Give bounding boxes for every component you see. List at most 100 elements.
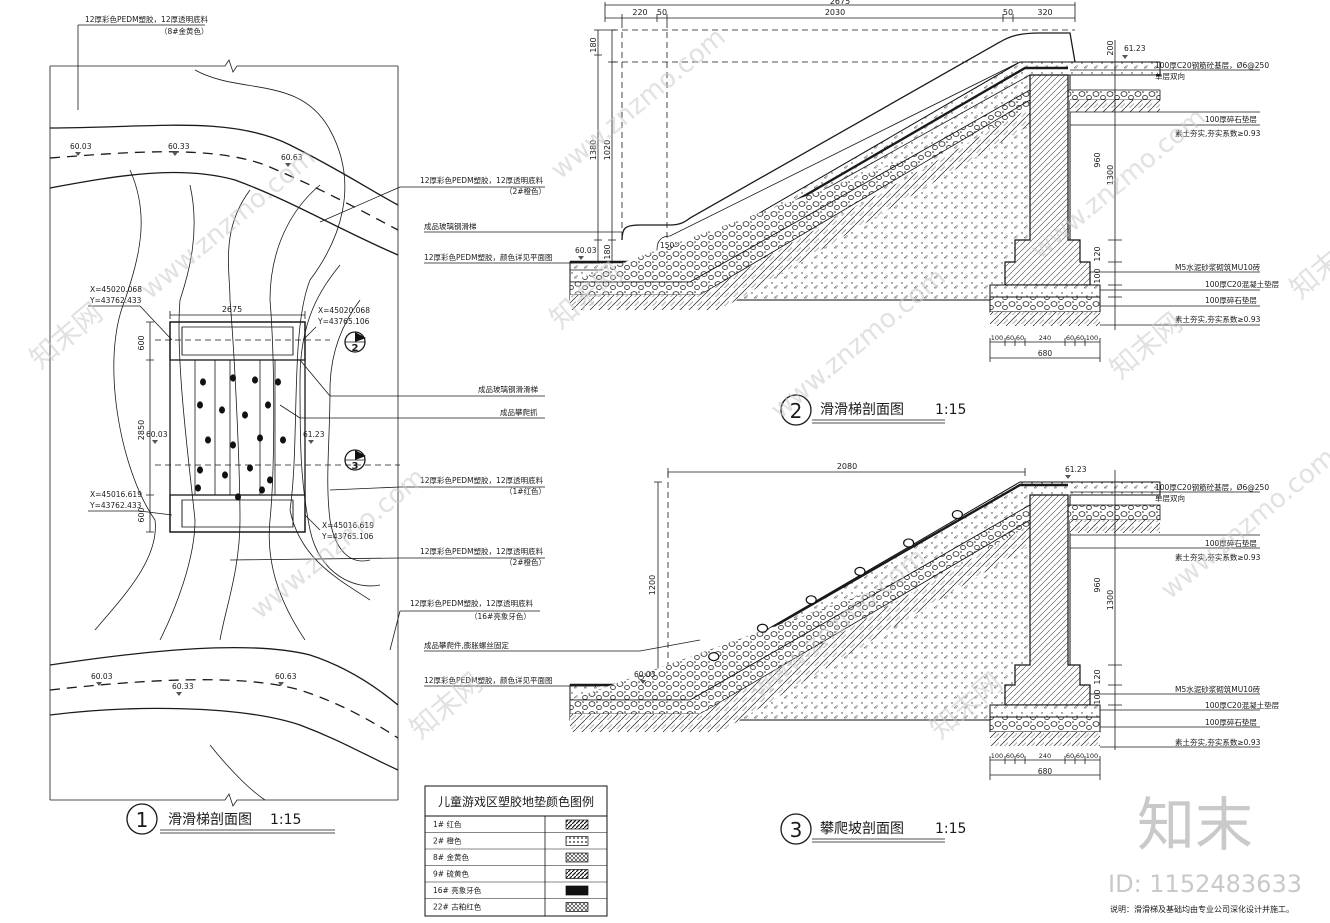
plan-path-upper <box>49 124 399 256</box>
legend-row-label: 8# 金黄色 <box>433 852 469 862</box>
callout-5-line1: 12厚彩色PEDM塑胶，12厚透明底料 <box>420 546 544 556</box>
bottom-dim: 100 <box>991 752 1003 760</box>
s3-rl-8: 素土夯实,夯实系数≥0.93 <box>1175 737 1261 747</box>
s3-climbing-hold <box>951 509 963 520</box>
s2-top-dim-4: 50 <box>1003 8 1013 17</box>
legend-row-label: 16# 亮象牙色 <box>433 885 482 895</box>
s3-climbing-hold <box>854 566 866 576</box>
plan-view: 2675 600 2850 600 2 3 60.03 60.33 60.63 … <box>49 14 400 835</box>
climbing-hold <box>259 486 265 494</box>
watermark: 知末 ID: 1152483633 <box>1108 791 1302 898</box>
bottom-dim: 240 <box>1039 752 1051 760</box>
bottom-dim: 100 <box>991 334 1003 342</box>
plan-dim-bottom: 600 <box>137 507 146 522</box>
callout-2: 成品玻璃钢滑滑梯 <box>478 384 538 394</box>
plan-callouts: 12厚彩色PEDM塑胶，12厚透明底料 （2#橙色） 成品玻璃钢滑滑梯 成品攀爬… <box>229 175 546 651</box>
plan-path-lower <box>49 646 399 801</box>
s3-bottom-total: 680 <box>1038 767 1053 776</box>
s2-left-dim-3: 1020 <box>603 140 612 160</box>
s2-left-dim-1: 180 <box>589 37 598 52</box>
plan-frame <box>49 66 399 800</box>
climbing-hold <box>230 441 236 449</box>
bottom-dim: 60 <box>1066 334 1074 342</box>
climbing-hold <box>280 436 286 444</box>
plan-elev-6: 60.03 <box>91 672 113 681</box>
s3-scale: 1:15 <box>935 821 966 837</box>
legend-swatch <box>565 869 589 879</box>
legend-swatch <box>565 836 589 846</box>
s2-right-dim-1: 200 <box>1106 40 1115 55</box>
plan-scale: 1:15 <box>270 812 301 828</box>
s2-rl-5: M5水泥砂浆砌筑MU10砖 <box>1175 262 1261 272</box>
plan-elev-2: 60.33 <box>168 142 190 151</box>
coord-tr-y: Y=43765.106 <box>317 317 370 326</box>
callout-4-line2: （1#红色） <box>505 486 546 496</box>
s3-climbing-hold <box>805 595 817 605</box>
watermark-brand: 知末 <box>1137 791 1253 859</box>
s2-rl-6: 100厚C20混凝土垫层 <box>1205 279 1280 289</box>
climbing-hold <box>197 466 203 474</box>
watermark-id: ID: 1152483633 <box>1108 870 1302 898</box>
s3-rl-2: 单层双向 <box>1155 493 1185 503</box>
climbing-hold <box>265 401 271 409</box>
plan-slide <box>155 321 400 533</box>
s3-climbing-holds <box>708 509 963 662</box>
callout-1-line2: （2#橙色） <box>505 186 546 196</box>
s3-elev-bottom: 60.03 <box>634 670 656 679</box>
construction-note: 说明：滑滑梯及基础均由专业公司深化设计并施工。 <box>1110 904 1294 914</box>
bottom-dim: 60 <box>1016 752 1024 760</box>
s2-rl-8: 素土夯实,夯实系数≥0.93 <box>1175 314 1261 324</box>
s3-right-labels: 100厚C20钢筋砼基层，Ø6@250 单层双向 100厚碎石垫层 素土夯实,夯… <box>1070 482 1280 748</box>
s2-angle: 150° <box>660 241 678 250</box>
bottom-dim: 60 <box>1076 334 1084 342</box>
legend-row-label: 1# 红色 <box>433 819 462 829</box>
s2-rl-7: 100厚碎石垫层 <box>1205 295 1257 305</box>
legend-swatch <box>565 852 589 863</box>
bottom-dim: 60 <box>1076 752 1084 760</box>
s2-label-slide: 成品玻璃钢滑梯 <box>424 221 477 231</box>
plan-elev-3: 60.63 <box>281 153 303 162</box>
s2-top-dim-1: 220 <box>632 8 647 17</box>
s3-right-dim-1: 960 <box>1093 577 1102 592</box>
plan-break-bottom <box>50 793 398 807</box>
coord-br-x: X=45016.619 <box>322 521 374 530</box>
bottom-dim: 240 <box>1039 334 1051 342</box>
s2-bottom-total: 680 <box>1038 349 1053 358</box>
s3-climbing-hold <box>756 623 769 633</box>
callout-5-line2: （2#橙色） <box>505 557 546 567</box>
plan-dim-width: 2675 <box>222 305 242 314</box>
legend-title: 儿童游戏区塑胶地垫颜色图例 <box>438 794 594 809</box>
legend-swatch <box>565 902 589 912</box>
s2-right-dim-4: 120 <box>1093 246 1102 261</box>
s2-title: 滑滑梯剖面图 <box>820 401 904 418</box>
climbing-hold <box>200 378 206 386</box>
climbing-hold <box>257 434 263 442</box>
plan-elev-8: 60.63 <box>275 672 297 681</box>
s3-rl-4: 素土夯实,夯实系数≥0.93 <box>1175 552 1261 562</box>
plan-elev-5: 61.23 <box>303 430 325 439</box>
s2-rl-1: 100厚C20钢筋砼基层，Ø6@250 <box>1155 60 1269 70</box>
s2-left-dim-2: 1380 <box>589 140 598 160</box>
callout-6-line1: 12厚彩色PEDM塑胶，12厚透明底料 <box>410 598 534 608</box>
s3-label-holds: 成品攀爬件,膨胀螺丝固定 <box>424 640 509 650</box>
callout-4-line1: 12厚彩色PEDM塑胶，12厚透明底料 <box>420 475 544 485</box>
plan-sec2-marker: 2 <box>352 343 359 354</box>
diag-watermark: www.znzmo.com <box>245 462 431 625</box>
s3-climbing-hold <box>903 538 915 548</box>
coord-tr-x: X=45020.068 <box>318 306 370 315</box>
legend-row-label: 9# 硫黄色 <box>433 869 469 879</box>
plan-elev-1: 60.03 <box>70 142 92 151</box>
s2-label-pedm: 12厚彩色PEDM塑胶，颜色详见平面图 <box>424 252 553 262</box>
coord-bl-y: Y=43762.433 <box>89 501 142 510</box>
plan-elevations: 60.03 60.33 60.63 60.03 61.23 60.03 60.3… <box>70 142 325 696</box>
s2-rl-4: 素土夯实,夯实系数≥0.93 <box>1175 128 1261 138</box>
plan-title: 滑滑梯剖面图 <box>168 811 252 828</box>
plan-title-number: 1 <box>136 808 149 832</box>
bottom-dim: 100 <box>1086 752 1098 760</box>
climbing-holds <box>195 374 286 501</box>
s3-rl-6: 100厚C20混凝土垫层 <box>1205 700 1280 710</box>
plan-contours <box>94 69 381 641</box>
